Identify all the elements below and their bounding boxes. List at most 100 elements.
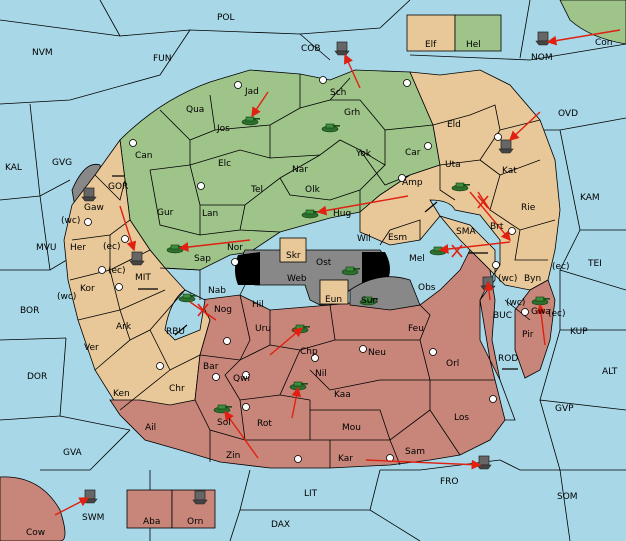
sea-fun: FUN <box>153 54 172 64</box>
land-jos: Jos <box>216 124 230 134</box>
sea-nom: NOM <box>531 53 553 63</box>
land-ver: Ver <box>84 343 99 353</box>
land-her: Her <box>70 243 86 253</box>
land-con: Con <box>595 38 613 48</box>
land-bar: Bar <box>203 362 219 372</box>
land-ost: Ost <box>316 258 332 268</box>
sea-gvp: GVP <box>555 404 574 414</box>
land-los: Los <box>454 413 469 423</box>
land-kor: Kor <box>80 284 95 294</box>
sea-buc: BUC <box>493 311 512 321</box>
coast-gwa-wc: (wc) <box>506 298 525 308</box>
land-olk: Olk <box>305 185 321 195</box>
sea-rod: ROD <box>498 354 518 364</box>
sea-kam: KAM <box>580 193 600 203</box>
land-kaa: Kaa <box>334 390 351 400</box>
land-feu: Feu <box>408 324 424 334</box>
land-can: Can <box>135 151 153 161</box>
sea-nvm: NVM <box>32 48 53 58</box>
coast-her-ec: (ec) <box>103 242 121 252</box>
land-byn: Byn <box>524 274 541 284</box>
sea-bor: BOR <box>20 306 39 316</box>
sea-swm: SWM <box>82 513 104 523</box>
land-rot: Rot <box>257 419 272 429</box>
coast-kor-wc: (wc) <box>57 292 76 302</box>
land-gwa: Gwa <box>531 307 551 317</box>
land-brt: Brt <box>490 222 504 232</box>
province-eun[interactable] <box>319 279 349 305</box>
land-mel: Mel <box>409 254 425 264</box>
land-kat: Kat <box>502 166 517 176</box>
sea-gva: GVA <box>63 448 83 458</box>
land-eld: Eld <box>447 120 461 130</box>
land-neu: Neu <box>368 348 386 358</box>
rbu-inlet <box>164 289 206 341</box>
supply-centers <box>84 76 529 463</box>
land-tel: Tel <box>250 185 263 195</box>
land-zin: Zin <box>226 451 240 461</box>
land-nar: Nar <box>292 165 308 175</box>
land-nor: Nor <box>227 243 243 253</box>
sea-sma: SMA <box>456 227 476 237</box>
land-gaw: Gaw <box>84 203 104 213</box>
sea-gvg: GVG <box>52 158 72 168</box>
land-wil: Wil <box>357 234 371 244</box>
land-cow: Cow <box>26 528 45 538</box>
land-yok: Yok <box>355 149 372 159</box>
land-obs: Obs <box>418 283 436 293</box>
land-aba: Aba <box>143 517 160 527</box>
sea-labels: POL COB NVM FUN NOM OVD KAL GVG KAM MVU … <box>5 13 618 530</box>
land-jad: Jad <box>244 87 259 97</box>
sea-pol: POL <box>217 13 235 23</box>
land-hil: Hil <box>252 300 264 310</box>
sea-dax: DAX <box>271 520 290 530</box>
sea-gor: GOR <box>108 182 128 192</box>
land-elf: Elf <box>425 40 437 50</box>
land-orl: Orl <box>446 359 459 369</box>
land-esm: Esm <box>388 233 407 243</box>
province-skr[interactable] <box>279 237 307 263</box>
land-uta: Uta <box>445 160 461 170</box>
land-sol: Sol <box>217 418 231 428</box>
sea-mvu: MVU <box>36 243 57 253</box>
land-qua: Qua <box>186 105 204 115</box>
land-labels: Con Elf Hel Jad Qua Sch Can Jos Grh Eld … <box>26 38 613 538</box>
coast-labels: (wc) (ec) (ec) (wc) (wc) (ec) (wc) (ec) <box>57 216 570 319</box>
order-arrows <box>54 29 621 516</box>
coast-her-wc: (wc) <box>61 216 80 226</box>
land-amp: Amp <box>402 178 423 188</box>
land-chr: Chr <box>169 384 185 394</box>
land-eun: Eun <box>325 295 342 305</box>
land-chp: Chp <box>300 347 318 357</box>
land-web: Web <box>287 274 307 284</box>
province-hel[interactable] <box>454 14 502 52</box>
sea-lit: LIT <box>304 489 318 499</box>
coast-byn-ec: (ec) <box>552 262 570 272</box>
sea-fro: FRO <box>440 477 459 487</box>
land-grh: Grh <box>344 108 360 118</box>
land-lan: Lan <box>202 209 218 219</box>
land-sch: Sch <box>330 88 346 98</box>
land-orn: Orn <box>187 517 203 527</box>
land-sun: Sun <box>361 296 378 306</box>
sea-som: SOM <box>557 492 578 502</box>
land-car: Car <box>405 148 421 158</box>
sea-mit: MIT <box>135 273 151 283</box>
coast-gwa-ec: (ec) <box>548 309 566 319</box>
sea-alt: ALT <box>602 367 618 377</box>
land-skr: Skr <box>286 251 301 261</box>
land-hug: Hug <box>333 209 351 219</box>
sea-dor: DOR <box>27 372 47 382</box>
land-elc: Elc <box>218 159 231 169</box>
land-pir: Pir <box>522 330 534 340</box>
center-west-cap <box>235 252 260 285</box>
province-orn[interactable] <box>171 489 216 529</box>
sea-kup: KUP <box>570 327 588 337</box>
sea-cob: COB <box>301 44 321 54</box>
coast-byn-wc: (wc) <box>498 274 517 284</box>
land-ail: Ail <box>145 423 156 433</box>
land-rie: Rie <box>521 203 536 213</box>
land-ken: Ken <box>113 389 130 399</box>
land-ark: Ark <box>116 322 132 332</box>
